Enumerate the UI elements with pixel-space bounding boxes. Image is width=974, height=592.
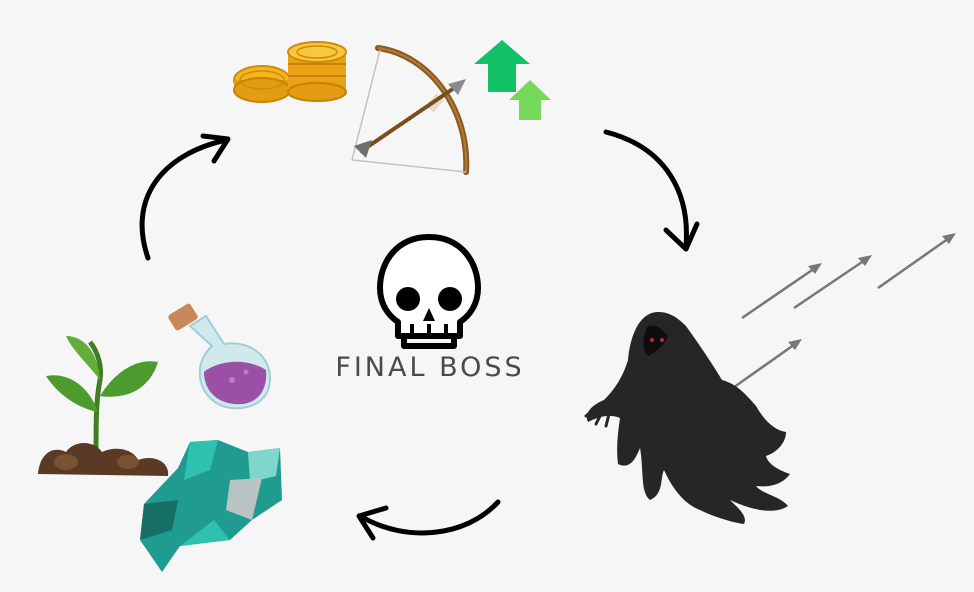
potion-icon bbox=[168, 303, 272, 410]
cycle-arrow-right bbox=[603, 129, 689, 249]
crystal-ore-icon bbox=[140, 440, 282, 572]
cycle-arrow-left bbox=[139, 137, 229, 261]
cycle-arrow-bottom bbox=[359, 499, 501, 536]
gold-coins-icon bbox=[233, 41, 347, 103]
cycle-arrow-left-head bbox=[200, 133, 231, 164]
skull-icon bbox=[377, 234, 481, 349]
cycle-arrow-bottom-head bbox=[356, 505, 389, 541]
upgrade-arrows-icon bbox=[474, 40, 551, 120]
wraith-icon bbox=[584, 312, 790, 524]
cycle-arrow-right-head bbox=[663, 221, 700, 252]
bow-and-arrow-icon bbox=[351, 45, 470, 175]
sprout-icon bbox=[38, 336, 169, 476]
arrows-volley-icon bbox=[729, 233, 956, 392]
final-boss-label: FINAL BOSS bbox=[335, 352, 525, 383]
